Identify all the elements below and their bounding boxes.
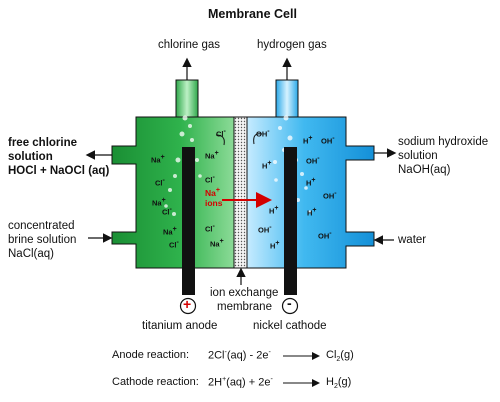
ion-h: H+ bbox=[307, 207, 317, 218]
chlorine-gas-label: chlorine gas bbox=[158, 39, 221, 51]
anode-reaction-label: Anode reaction: bbox=[112, 349, 190, 361]
hydrogen-outlet-pipe bbox=[275, 79, 299, 121]
ion-h: H+ bbox=[262, 160, 272, 171]
na-ions-label: Na+ions bbox=[205, 187, 223, 208]
cathode-compartment bbox=[245, 116, 375, 269]
ion-oh: OH- bbox=[306, 155, 320, 166]
ion-oh: OH- bbox=[321, 135, 335, 146]
ion-oh: OH- bbox=[258, 224, 272, 235]
free-chlorine-label-2: solution bbox=[8, 151, 53, 163]
ion-na: Na+ bbox=[152, 197, 166, 208]
ion-cl: Cl- bbox=[205, 174, 215, 185]
minus-sign: - bbox=[287, 295, 292, 311]
free-chlorine-formula: HOCl + NaOCl (aq) bbox=[8, 165, 110, 177]
cathode-reaction-label: Cathode reaction: bbox=[112, 376, 199, 388]
ion-cl: Cl- bbox=[155, 177, 165, 188]
naoh-formula: NaOH(aq) bbox=[398, 164, 451, 176]
diagram-title: Membrane Cell bbox=[208, 7, 297, 21]
hydrogen-gas-label: hydrogen gas bbox=[257, 39, 327, 51]
ion-cl: Cl- bbox=[162, 206, 172, 217]
membrane-label-1: ion exchange bbox=[210, 287, 279, 299]
nickel-cathode bbox=[284, 147, 297, 295]
ion-h: H+ bbox=[303, 135, 313, 146]
ion-na: Na+ bbox=[205, 150, 219, 161]
membrane-label-2: membrane bbox=[217, 301, 272, 313]
free-chlorine-label-1: free chlorine bbox=[8, 137, 78, 149]
anode-reaction-lhs: 2Cl-(aq) - 2e- bbox=[208, 349, 271, 362]
ion-cl: Cl- bbox=[169, 239, 179, 250]
hydroxide-curve-arrow bbox=[253, 133, 263, 145]
anode-reaction-rhs: Cl2(g) bbox=[326, 349, 354, 364]
chloride-curve-arrow bbox=[215, 134, 225, 146]
ion-exchange-membrane bbox=[233, 116, 248, 269]
plus-terminal bbox=[179, 297, 197, 315]
cathode-label: nickel cathode bbox=[253, 320, 327, 332]
ion-h: H+ bbox=[306, 177, 316, 188]
ion-na: Na+ bbox=[151, 154, 165, 165]
brine-label-2: brine solution bbox=[8, 234, 77, 246]
naoh-label-1: sodium hydroxide bbox=[398, 136, 489, 148]
naoh-label-2: solution bbox=[398, 150, 438, 162]
ion-na: Na+ bbox=[210, 238, 224, 249]
brine-label-1: concentrated bbox=[8, 220, 75, 232]
water-label: water bbox=[398, 234, 427, 246]
cathode-reaction-lhs: 2H+(aq) + 2e- bbox=[208, 376, 273, 389]
anode-label: titanium anode bbox=[142, 320, 218, 332]
ion-oh: OH- bbox=[323, 190, 337, 201]
titanium-anode bbox=[182, 147, 195, 295]
cathode-reaction-rhs: H2(g) bbox=[326, 376, 352, 391]
brine-formula: NaCl(aq) bbox=[8, 248, 55, 260]
plus-sign: + bbox=[183, 296, 192, 312]
minus-terminal bbox=[281, 297, 299, 315]
ion-oh: OH- bbox=[318, 230, 332, 241]
ion-cl: Cl- bbox=[205, 223, 215, 234]
ion-cl: Cl- bbox=[216, 128, 226, 139]
ion-na: Na+ bbox=[163, 226, 177, 237]
ion-h: H+ bbox=[269, 205, 279, 216]
ion-oh: OH- bbox=[256, 128, 270, 139]
chlorine-outlet-pipe bbox=[175, 79, 199, 121]
ion-h: H+ bbox=[270, 240, 280, 251]
